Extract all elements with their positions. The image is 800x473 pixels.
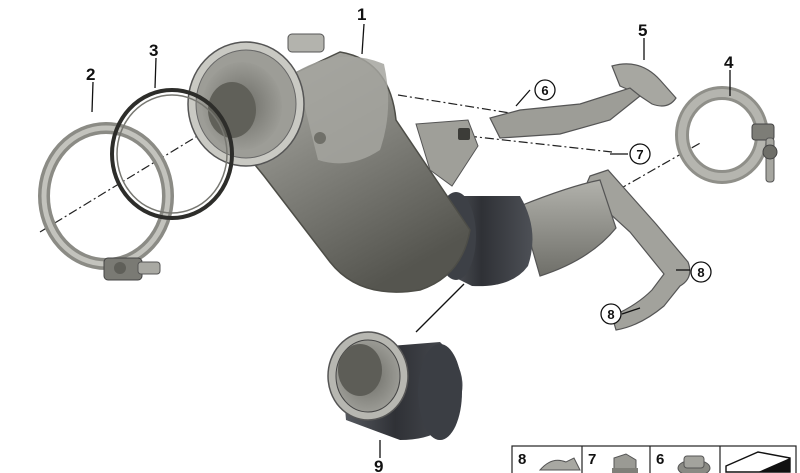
gasket-ring-part-3 — [110, 88, 234, 220]
callout-3: 3 — [149, 41, 158, 60]
legend-label-8: 8 — [518, 451, 526, 468]
callout-6: 6 — [541, 83, 548, 98]
callout-8b: 8 — [607, 307, 614, 322]
callout-9: 9 — [374, 457, 383, 473]
callout-7: 7 — [636, 147, 643, 162]
legend-label-6: 6 — [656, 451, 664, 468]
callout-7-circle — [629, 143, 651, 165]
callout-6-circle — [534, 79, 556, 101]
clip-nut-icon — [538, 457, 581, 471]
callout-1: 1 — [357, 5, 366, 24]
hex-nut-icon — [612, 453, 638, 473]
v-band-clamp-part-2 — [38, 122, 174, 281]
callout-8a: 8 — [697, 265, 704, 280]
callout-8a-circle — [690, 261, 712, 283]
catalytic-converter-part-1 — [187, 33, 617, 293]
callout-8b-circle — [600, 303, 622, 325]
callout-5: 5 — [638, 21, 647, 40]
flange-nut-icon — [677, 455, 711, 473]
callout-2: 2 — [86, 65, 95, 84]
leader-lines — [91, 23, 731, 458]
bellows-part-9 — [327, 331, 463, 440]
diagram-reference-icon — [725, 451, 791, 473]
callout-4: 4 — [724, 53, 734, 72]
clamp-part-4 — [675, 86, 778, 184]
fastener-legend: 8 7 6 — [511, 445, 797, 473]
bracket-part-5 — [489, 63, 677, 139]
callouts: 1 2 3 4 5 6 7 8 8 9 — [86, 5, 734, 473]
legend-label-7: 7 — [588, 451, 596, 468]
